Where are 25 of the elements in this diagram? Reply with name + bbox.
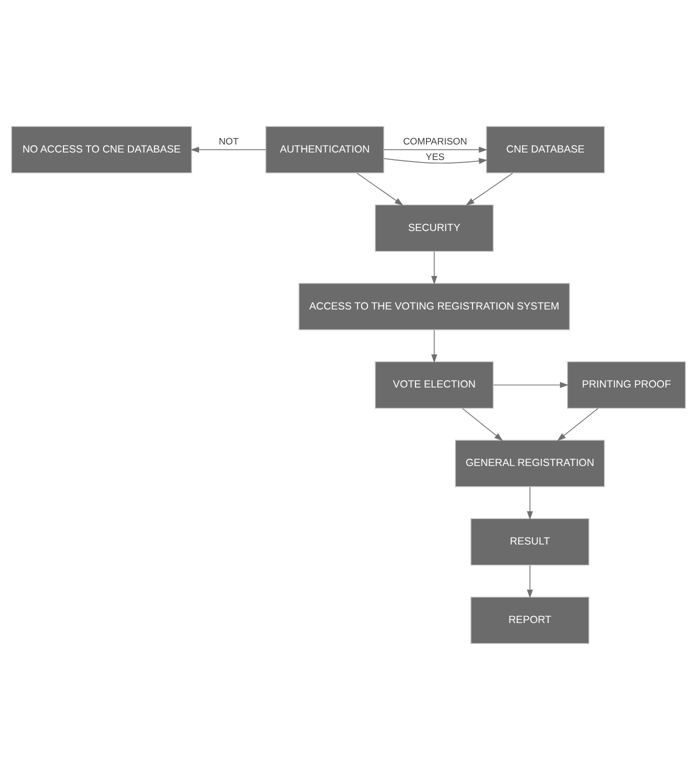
node-box: CNE DATABASE (486, 126, 605, 173)
arrow (466, 172, 514, 206)
node-box: VOTE ELECTION (374, 360, 494, 408)
arrow (493, 381, 569, 388)
arrow (431, 250, 438, 284)
arrow (190, 146, 266, 152)
node-box: REPORT (470, 596, 590, 644)
node-box: NO ACCESS TO CNE DATABASE (11, 126, 192, 173)
node-box: RESULT (470, 518, 590, 566)
arrow (462, 408, 503, 440)
node-box: AUTHENTICATION (265, 126, 384, 173)
node-box: PRINTING PROOF (566, 360, 686, 408)
arrow (384, 146, 488, 152)
edge-label: COMPARISON (403, 136, 468, 147)
edge-label: YES (426, 151, 445, 162)
arrow (383, 157, 488, 164)
arrow (526, 564, 533, 598)
node-box: SECURITY (374, 204, 494, 252)
arrow (557, 408, 598, 440)
node-box: GENERAL REGISTRATION (454, 439, 605, 487)
arrow (431, 329, 438, 362)
edge-label: NOT (218, 136, 239, 147)
arrow (356, 172, 404, 206)
arrow (526, 486, 533, 520)
node-box: ACCESS TO THE VOTING REGISTRATION SYSTEM (298, 282, 570, 330)
